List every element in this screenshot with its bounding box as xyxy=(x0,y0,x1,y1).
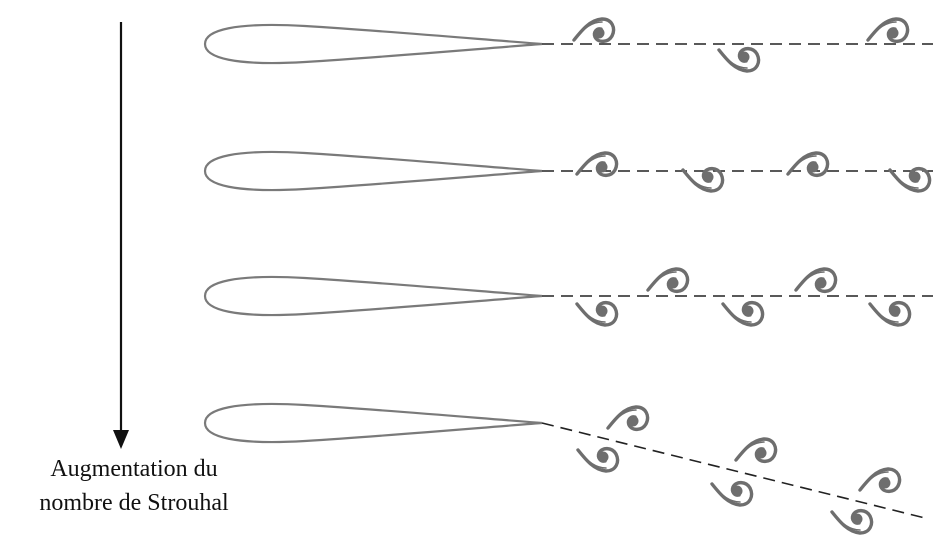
spiral-vortex-icon xyxy=(572,17,616,44)
spiral-vortex-icon xyxy=(868,300,912,327)
spiral-vortex-icon xyxy=(866,17,910,44)
spiral-vortex-icon xyxy=(575,300,619,327)
spiral-vortex-icon xyxy=(721,300,765,327)
caption-line-1: Augmentation du xyxy=(50,456,218,482)
spiral-vortex-icon xyxy=(575,151,619,178)
spiral-vortex-icon xyxy=(576,446,620,473)
airfoil-4 xyxy=(203,402,544,444)
spiral-vortex-icon xyxy=(681,166,725,193)
airfoil-2 xyxy=(203,150,544,192)
spiral-vortex-icon xyxy=(646,267,690,294)
airfoil-3 xyxy=(203,275,544,317)
spiral-vortex-icon xyxy=(606,405,650,432)
spiral-vortex-icon xyxy=(794,267,838,294)
wake-line-4 xyxy=(541,422,926,519)
spiral-vortex-icon xyxy=(710,480,754,507)
spiral-vortex-icon xyxy=(830,508,874,535)
spiral-vortex-icon xyxy=(888,166,932,193)
arrow-down-icon xyxy=(113,22,129,449)
caption-line-2: nombre de Strouhal xyxy=(39,490,229,516)
spiral-vortex-icon xyxy=(786,151,830,178)
spiral-vortex-icon xyxy=(734,437,778,464)
airfoil-row-2 xyxy=(203,150,933,193)
spiral-vortex-icon xyxy=(717,46,761,73)
airfoil-row-1 xyxy=(203,17,933,73)
airfoil-row-4 xyxy=(203,402,926,535)
airfoil-1 xyxy=(203,23,544,65)
airfoil-row-3 xyxy=(203,267,933,327)
spiral-vortex-icon xyxy=(858,467,902,494)
